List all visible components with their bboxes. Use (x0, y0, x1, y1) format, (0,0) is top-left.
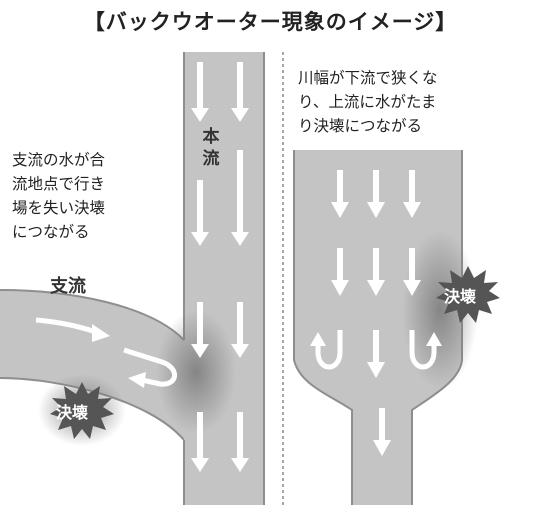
right-explanation-text: 川幅が下流で狭くな り、上流に水がたま り決壊につながる (298, 69, 438, 135)
flow-arrow (367, 170, 385, 218)
tributary-flow-arrow (35, 317, 97, 335)
flow-arrow (191, 62, 209, 122)
flow-arrow (231, 412, 249, 472)
breach-label-left: 決壊 (56, 403, 89, 422)
u-turn-arrows (310, 330, 442, 370)
breach-burst-left (38, 374, 126, 446)
flow-arrow (331, 170, 349, 218)
narrowing-river-bank-left (293, 150, 353, 505)
diagram-title: 【バックウオーター現象のイメージ】 (83, 10, 458, 34)
confluence-shade (156, 310, 236, 434)
flow-arrow (231, 150, 249, 246)
flow-arrow (373, 408, 391, 456)
flow-arrow (231, 62, 249, 122)
tributary-river (0, 290, 184, 440)
main-river (184, 52, 264, 505)
flow-arrow (231, 302, 249, 358)
flow-arrow (403, 248, 421, 296)
left-explanation-text: 支流の水が合 流地点で行き 場を失い決壊 につながる (12, 151, 106, 241)
main-river-label: 本 流 (202, 127, 220, 169)
breach-label-right: 決壊 (444, 287, 477, 306)
breach-burst-right (436, 266, 500, 323)
tributary-arrows (35, 317, 177, 388)
flow-arrow (191, 180, 209, 246)
flow-arrow (403, 170, 421, 218)
backflow-u-arrow (123, 347, 177, 387)
u-turn-arrow-right (409, 330, 437, 370)
narrowing-river-arrows (331, 170, 421, 456)
flow-arrow (367, 330, 385, 378)
flow-arrow (367, 248, 385, 296)
u-turn-arrow-left (315, 330, 343, 370)
main-river-arrows (191, 62, 249, 472)
right-bank-shade (402, 230, 478, 390)
flow-arrow (191, 412, 209, 472)
tributary-label: 支流 (50, 276, 86, 297)
narrowing-river (294, 150, 462, 505)
flow-arrow (191, 302, 209, 358)
flow-arrow (331, 248, 349, 296)
